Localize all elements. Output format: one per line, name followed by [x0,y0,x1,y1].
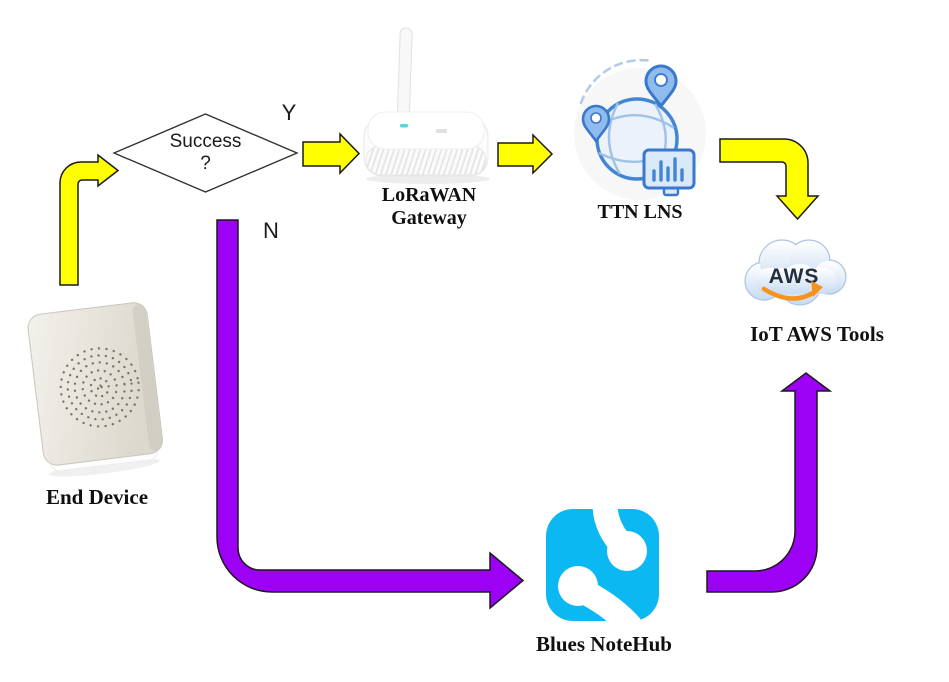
map-pin-right-icon [644,64,678,109]
arrow-decision-to-notehub [216,219,525,610]
arrow-decision-to-gateway [302,132,361,175]
arrow-device-to-decision [59,153,120,286]
decision-line2: ? [200,153,211,174]
arrow-ttn-to-aws [719,138,820,221]
arrow-notehub-to-aws [706,372,833,593]
gateway-antenna-icon [396,27,413,125]
gateway-label-line1: LoRaWAN [381,184,477,206]
lorawan-gateway-image [363,27,490,184]
ttn-lns-icon [574,58,706,200]
aws-smile-icon [761,286,819,301]
gateway-label-line2: Gateway [391,207,467,229]
decision-label: Success ? [114,114,297,192]
branch-label-no: N [263,218,279,243]
monitor-chart-icon [642,148,696,197]
arrow-gateway-to-ttn [497,133,554,175]
end-device-label: End Device [45,485,149,509]
aws-logo-text: AWS [769,265,820,288]
notehub-label: Blues NoteHub [536,632,672,656]
branch-label-yes: Y [281,100,297,125]
gateway-label: LoRaWAN Gateway [354,184,504,230]
speaker-grille-icon [59,347,140,428]
map-pin-left-icon [581,104,611,144]
success-decision-diamond [112,113,299,193]
end-device-image [27,302,163,477]
ttn-label: TTN LNS [597,201,683,223]
aws-cloud-icon: AWS [744,239,847,306]
aws-smile-arrowhead [811,281,823,297]
blues-notehub-logo [546,491,659,639]
dashed-orbit-icon [579,58,654,105]
decision-line1: Success [169,131,242,152]
aws-label: IoT AWS Tools [750,322,884,346]
gateway-led-icon [400,124,408,128]
